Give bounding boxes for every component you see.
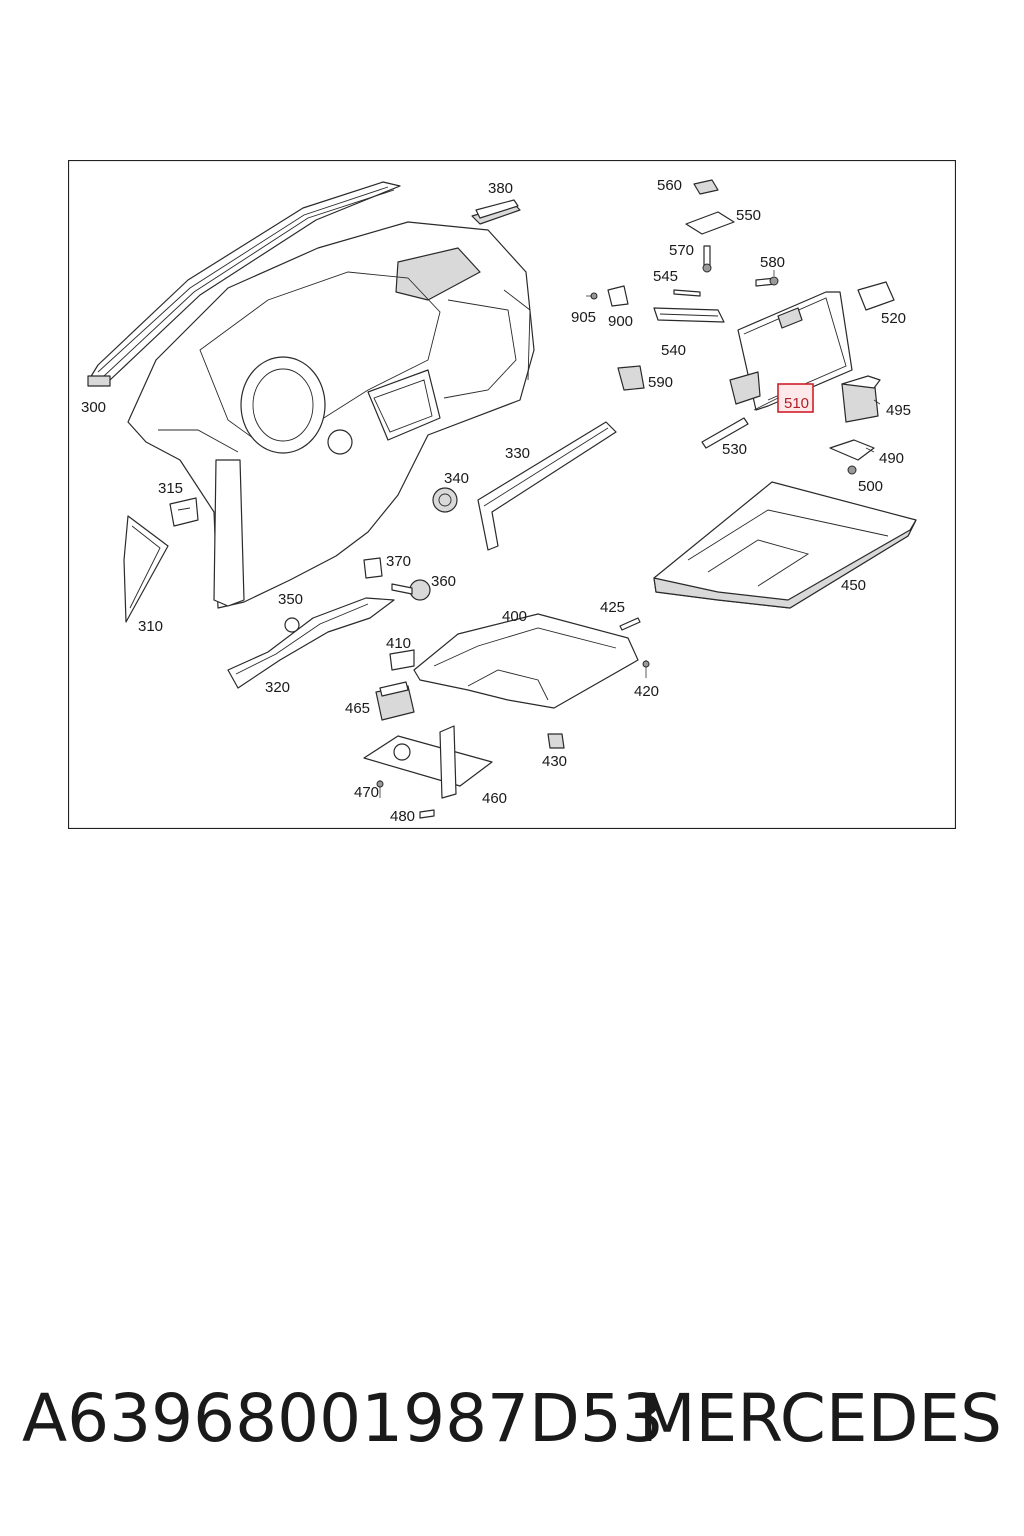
part-315-drawing [169, 497, 199, 527]
part-495-drawing [841, 375, 881, 423]
part-530-drawing [701, 417, 749, 449]
callout-465: 465 [345, 700, 370, 717]
brand-text: MERCEDES [638, 1380, 1002, 1457]
part-370-drawing [363, 557, 383, 579]
callout-560: 560 [657, 177, 682, 194]
leader-510 [753, 397, 779, 411]
part-465-drawing [375, 681, 415, 721]
callout-350: 350 [278, 591, 303, 608]
part-300-drawing [87, 181, 401, 387]
parts-diagram-frame: 300 310 315 320 330 340 350 360 370 380 … [68, 160, 956, 829]
part-550-drawing [685, 211, 735, 235]
callout-495: 495 [886, 402, 911, 419]
callout-590: 590 [648, 374, 673, 391]
callout-420: 420 [634, 683, 659, 700]
callout-380: 380 [488, 180, 513, 197]
callout-570: 570 [669, 242, 694, 259]
callout-370: 370 [386, 553, 411, 570]
part-460-drawing [363, 725, 493, 799]
part-470-drawing [376, 780, 384, 798]
part-560-drawing [693, 179, 719, 195]
callout-900: 900 [608, 313, 633, 330]
callout-480: 480 [390, 808, 415, 825]
part-570-drawing [702, 245, 712, 273]
part-350-drawing [284, 617, 300, 633]
callout-545: 545 [653, 268, 678, 285]
callout-580: 580 [760, 254, 785, 271]
callout-470: 470 [354, 784, 379, 801]
part-540-drawing [653, 307, 725, 323]
callout-520: 520 [881, 310, 906, 327]
callout-905: 905 [571, 309, 596, 326]
part-310-drawing [123, 515, 169, 623]
callout-425: 425 [600, 599, 625, 616]
part-520-drawing [857, 281, 895, 311]
part-410-drawing [389, 649, 415, 671]
callout-310: 310 [138, 618, 163, 635]
callout-500: 500 [858, 478, 883, 495]
part-590-drawing [617, 365, 645, 391]
part-400-drawing [413, 613, 639, 709]
part-340-drawing [432, 487, 458, 513]
callout-300: 300 [81, 399, 106, 416]
callout-330: 330 [505, 445, 530, 462]
part-430-drawing [547, 733, 565, 749]
callout-450: 450 [841, 577, 866, 594]
callout-430: 430 [542, 753, 567, 770]
exploded-parts-diagram: 300 310 315 320 330 340 350 360 370 380 … [68, 160, 956, 829]
part-360-drawing [391, 579, 431, 601]
highlight-box-510[interactable] [777, 383, 814, 413]
callout-540: 540 [661, 342, 686, 359]
part-500-drawing [847, 465, 857, 475]
part-490-drawing [829, 439, 875, 461]
leader-490 [865, 447, 875, 453]
part-450-drawing [653, 481, 917, 609]
part-480-drawing [419, 809, 435, 819]
callout-315: 315 [158, 480, 183, 497]
part-905-drawing [586, 292, 598, 300]
part-420-drawing [642, 660, 650, 678]
footer: A63968001987D53 MERCEDES [0, 1380, 1024, 1470]
part-545-drawing [673, 289, 701, 297]
callout-360: 360 [431, 573, 456, 590]
callout-320: 320 [265, 679, 290, 696]
part-320-drawing [227, 597, 395, 689]
callout-510[interactable]: 510 [784, 395, 809, 412]
dashboard-drawing [127, 221, 535, 609]
callout-460: 460 [482, 790, 507, 807]
callout-490: 490 [879, 450, 904, 467]
part-900-drawing [607, 285, 629, 307]
part-number-text: A63968001987D53 [22, 1380, 664, 1457]
callout-400: 400 [502, 608, 527, 625]
callout-550: 550 [736, 207, 761, 224]
part-380-drawing [471, 199, 521, 225]
callout-530: 530 [722, 441, 747, 458]
part-330-drawing [477, 421, 617, 551]
part-510-drawing [729, 291, 853, 411]
callout-340: 340 [444, 470, 469, 487]
part-425-drawing [619, 617, 641, 631]
callout-410: 410 [386, 635, 411, 652]
part-580-drawing [755, 276, 779, 287]
leader-495 [873, 399, 881, 405]
